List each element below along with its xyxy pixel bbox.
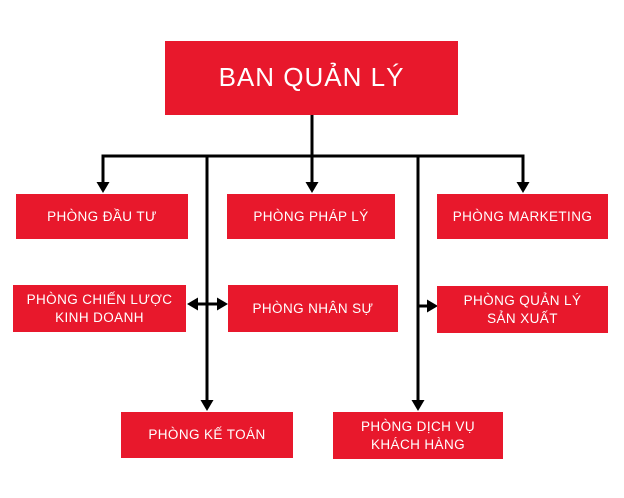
org-box-label: PHÒNG KẾ TOÁN <box>148 427 266 443</box>
org-box-label: BAN QUẢN LÝ <box>218 62 405 93</box>
connector-chien-luoc-nhan-su-double-arrow <box>187 297 228 311</box>
org-box-label: PHÒNG PHÁP LÝ <box>253 208 369 224</box>
org-box-phong-phap-ly: PHÒNG PHÁP LÝ <box>227 194 395 239</box>
org-box-phong-chien-luoc-kinh-doanh: PHÒNG CHIẾN LƯỢC KINH DOANH <box>13 285 186 332</box>
org-box-label: PHÒNG ĐẦU TƯ <box>47 208 157 224</box>
connector-top-to-dau-tu <box>96 156 110 193</box>
org-box-phong-ke-toan: PHÒNG KẾ TOÁN <box>121 412 293 458</box>
org-box-phong-dau-tu: PHÒNG ĐẦU TƯ <box>16 194 188 239</box>
org-box-phong-dich-vu-khach-hang: PHÒNG DỊCH VỤ KHÁCH HÀNG <box>333 412 503 459</box>
org-box-label: PHÒNG MARKETING <box>452 208 593 224</box>
connector-top-to-ke-toan <box>200 156 214 411</box>
connector-branch-to-quan-ly-san-xuat <box>418 299 438 313</box>
org-box-phong-quan-ly-san-xuat: PHÒNG QUẢN LÝ SẢN XUẤT <box>437 286 608 333</box>
org-box-label: PHÒNG NHÂN SỰ <box>252 300 374 316</box>
connector-top-to-phap-ly <box>305 115 319 193</box>
org-box-label: PHÒNG QUẢN LÝ SẢN XUẤT <box>463 292 582 326</box>
connector-top-to-marketing <box>516 156 530 193</box>
org-box-phong-marketing: PHÒNG MARKETING <box>437 194 608 239</box>
org-box-phong-nhan-su: PHÒNG NHÂN SỰ <box>228 285 398 332</box>
org-box-label: PHÒNG DỊCH VỤ KHÁCH HÀNG <box>361 418 475 452</box>
org-box-ban-quan-ly: BAN QUẢN LÝ <box>165 41 458 115</box>
org-box-label: PHÒNG CHIẾN LƯỢC KINH DOANH <box>26 291 173 325</box>
connector-top-to-dich-vu <box>411 156 425 411</box>
